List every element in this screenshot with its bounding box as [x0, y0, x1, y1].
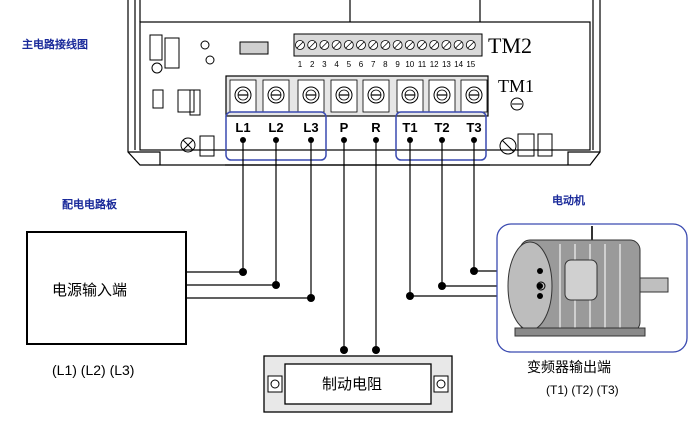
- output-terminal-highlight: [395, 111, 487, 161]
- tm1-screw: [362, 79, 390, 113]
- tm2-screw: [404, 40, 415, 50]
- motor-heading: 电动机: [552, 193, 585, 207]
- tm2-screw: [429, 40, 440, 50]
- tm2-screw: [343, 40, 354, 50]
- tm1-labels: L1 L2 L3 P R T1 T2 T3: [235, 120, 481, 135]
- inverter-details-left: [149, 34, 269, 157]
- tm2-pin-number: 11: [418, 60, 427, 69]
- tm1-screw: [297, 79, 325, 113]
- tm2-screw: [453, 40, 464, 50]
- brake-resistor: 制动电阻: [263, 355, 453, 413]
- tm2-screw: [417, 40, 427, 50]
- tm1-screw: [229, 79, 257, 113]
- tm2-label: TM2: [488, 33, 532, 58]
- tm1-screw: [330, 79, 358, 113]
- tm1-label: TM1: [498, 76, 534, 96]
- terminal-label-l3: L3: [303, 120, 318, 135]
- power-input-label: 电源输入端: [52, 281, 127, 299]
- tm1-screw: [262, 79, 290, 113]
- tm1-screw: [428, 79, 456, 113]
- tm2-screw: [368, 40, 379, 50]
- power-input-terminals: (L1) (L2) (L3): [52, 362, 134, 378]
- tm2-screw: [441, 40, 452, 50]
- wires: [186, 140, 540, 354]
- tm2-screw: [465, 40, 476, 50]
- terminal-label-t3: T3: [466, 120, 481, 135]
- tm2-pin-number: 2: [310, 60, 315, 69]
- terminal-label-l1: L1: [235, 120, 250, 135]
- main-circuit-heading: 主电路接线图: [22, 37, 88, 51]
- power-input-box: 电源输入端: [26, 231, 187, 345]
- tm2-pin-number: 8: [383, 60, 388, 69]
- tm1-block: TM1: [225, 75, 534, 117]
- tm2-pin-number: 3: [322, 60, 327, 69]
- terminal-label-t2: T2: [434, 120, 449, 135]
- terminal-label-p: P: [340, 120, 349, 135]
- terminal-label-r: R: [371, 120, 381, 135]
- inverter-output-label: 变频器输出端: [527, 360, 611, 376]
- tm2-pin-number: 12: [430, 60, 439, 69]
- brake-resistor-label: 制动电阻: [322, 375, 382, 393]
- terminal-label-t1: T1: [402, 120, 417, 135]
- tm2-pin-number: 1: [298, 60, 303, 69]
- inverter-details-right: [499, 133, 553, 157]
- inverter-output-terminals: (T1) (T2) (T3): [546, 383, 619, 397]
- junction-dots: [239, 137, 478, 354]
- tm2-pin-number: 7: [371, 60, 376, 69]
- tm2-pin-number: 4: [334, 60, 339, 69]
- tm2-screws: [295, 40, 476, 50]
- tm2-screw: [392, 40, 403, 50]
- tm2-screw: [295, 40, 305, 50]
- tm2-screw: [319, 40, 330, 50]
- tm2-screw: [356, 40, 366, 50]
- motor: [496, 223, 688, 353]
- tm2-screw: [331, 40, 342, 50]
- tm2-screw: [380, 40, 391, 50]
- tm2-pin-number: 13: [442, 60, 451, 69]
- tm2-pin-number: 5: [347, 60, 352, 69]
- tm2-pin-number: 6: [359, 60, 364, 69]
- tm2-pin-number: 10: [405, 60, 414, 69]
- tm1-screws: [229, 79, 488, 113]
- tm1-screw: [396, 79, 424, 113]
- terminal-label-l2: L2: [268, 120, 283, 135]
- distribution-board-heading: 配电电路板: [62, 197, 118, 211]
- tm2-screw: [307, 40, 318, 50]
- tm2-pin-number: 14: [454, 60, 463, 69]
- tm2-pin-number: 15: [466, 60, 475, 69]
- tm2-pin-number: 9: [395, 60, 400, 69]
- tm1-screw: [460, 79, 488, 113]
